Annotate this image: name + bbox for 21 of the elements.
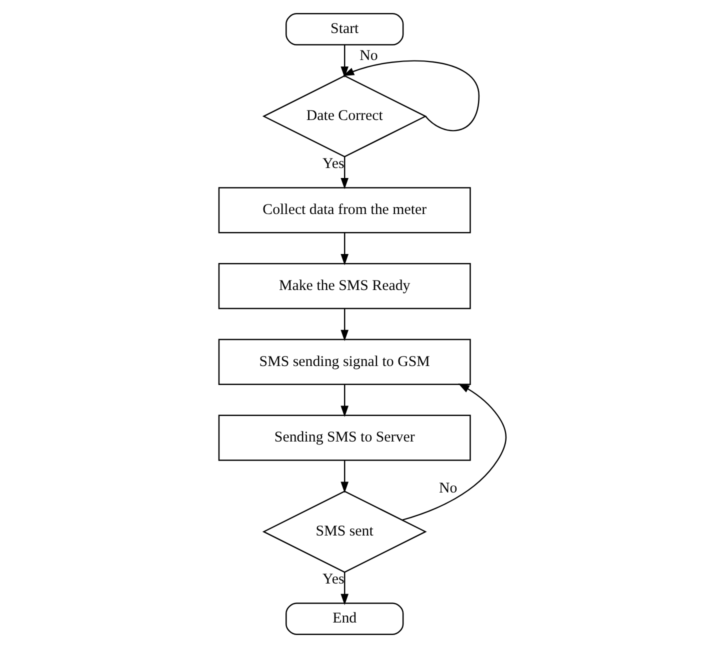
arrow [342,60,480,132]
node-box: Collect data from the meter [218,187,471,234]
node-box: Sending SMS to Server [218,414,471,461]
node-box: End [286,602,404,635]
edge-label: No [360,48,378,64]
arrow [340,460,349,493]
edge-label: Yes [322,572,344,588]
node-box: Make the SMS Ready [218,263,471,310]
arrow [340,572,349,606]
arrow [340,384,349,418]
edge-label: Yes [322,156,344,172]
node-diamond: SMS sent [262,490,427,573]
node-box: SMS sending signal to GSM [218,338,471,385]
arrow [340,44,349,78]
arrow [340,232,349,266]
arrow [340,156,349,190]
node-diamond: Date Correct [262,75,427,158]
edge-label: No [439,480,458,497]
node-box: Start [286,13,404,46]
arrow [340,308,349,342]
arrow [402,384,507,521]
